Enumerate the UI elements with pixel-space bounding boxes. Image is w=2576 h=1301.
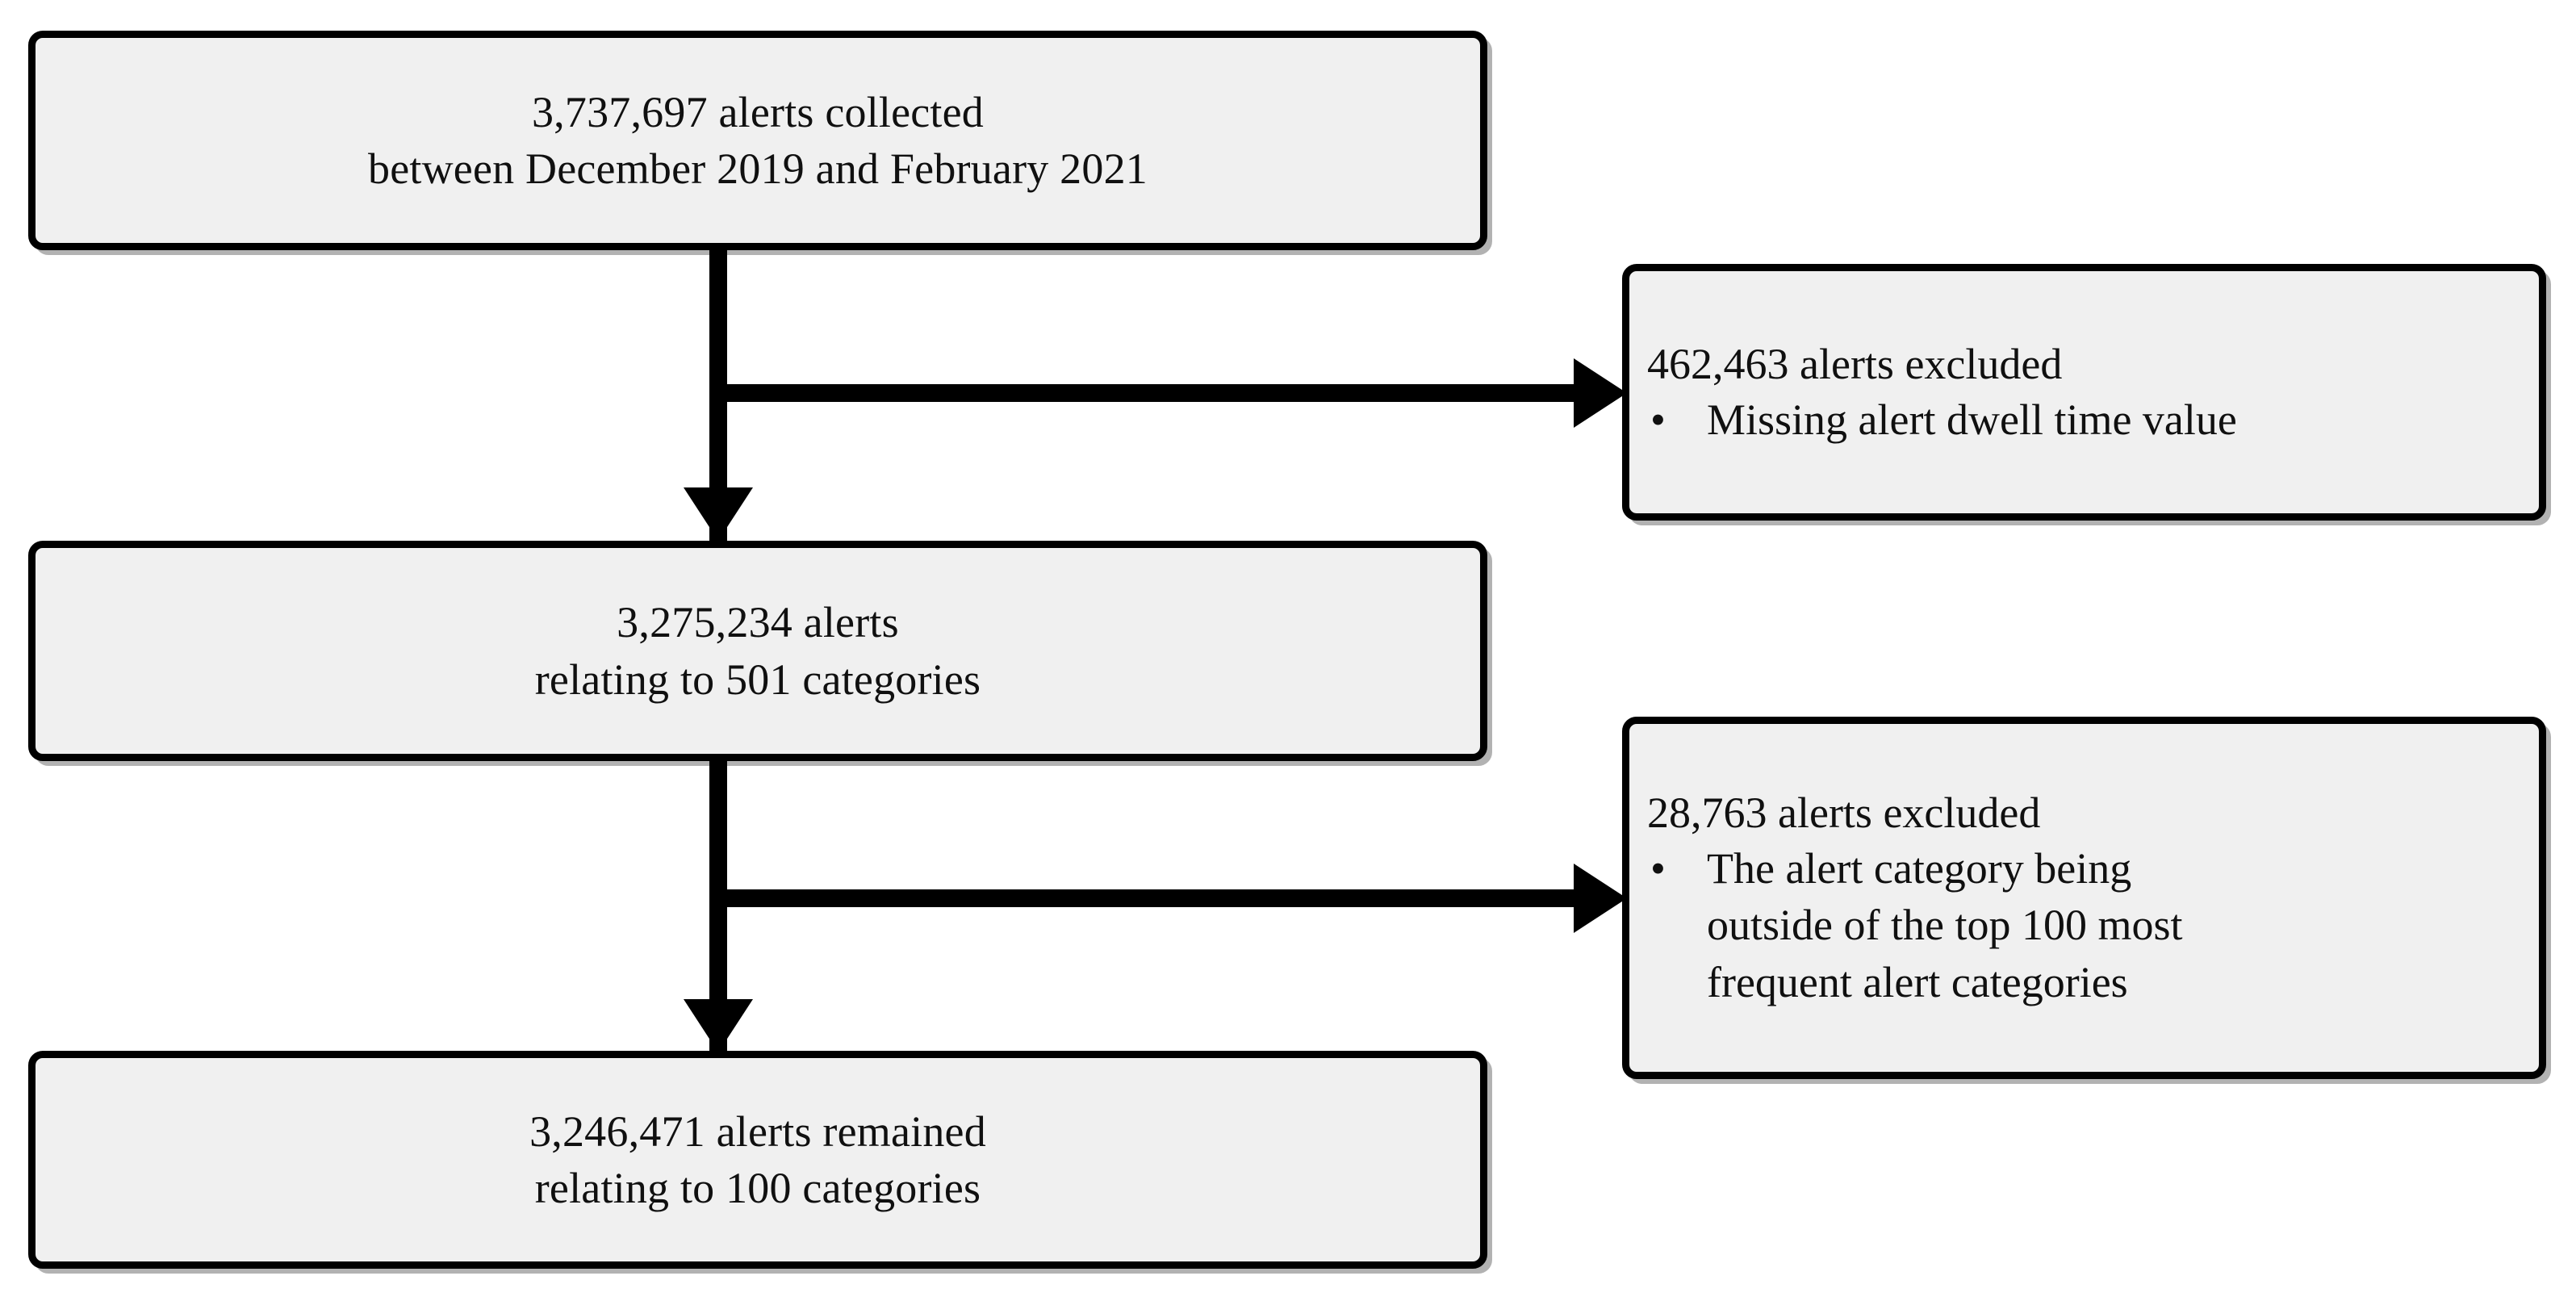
node-alerts-categories: 3,275,234 alerts relating to 501 categor… <box>28 541 1487 761</box>
node-alerts-categories-line-2: relating to 501 categories <box>534 655 981 704</box>
arrowhead-down-icon-stage-2 <box>684 999 753 1052</box>
connector-horizontal-stage-2 <box>718 889 1587 907</box>
bullet-icon: • <box>1650 395 1666 444</box>
node-alerts-collected-line-2: between December 2019 and February 2021 <box>368 144 1148 193</box>
node-alerts-collected: 3,737,697 alerts collected between Decem… <box>28 31 1487 250</box>
list-item-line-3: frequent alert categories <box>1707 957 2128 1006</box>
list-item-line-1: The alert category being <box>1707 844 2132 893</box>
node-alerts-excluded-2-reasons: • The alert category being outside of th… <box>1647 840 2523 1010</box>
node-alerts-excluded-1-reasons: • Missing alert dwell time value <box>1647 391 2523 448</box>
node-alerts-excluded-2-heading: 28,763 alerts excluded <box>1647 789 2041 838</box>
arrowhead-down-icon-stage-1 <box>684 487 753 541</box>
connector-horizontal-stage-1 <box>718 384 1587 402</box>
node-alerts-excluded-1-heading: 462,463 alerts excluded <box>1647 339 2063 388</box>
node-alerts-remained-line-1: 3,246,471 alerts remained <box>529 1106 986 1156</box>
node-alerts-categories-line-1: 3,275,234 alerts <box>617 598 899 647</box>
list-item: • The alert category being outside of th… <box>1647 840 2523 1010</box>
list-item-label: Missing alert dwell time value <box>1707 395 2237 444</box>
node-alerts-remained: 3,246,471 alerts remained relating to 10… <box>28 1051 1487 1269</box>
arrowhead-right-icon-stage-1 <box>1574 358 1627 428</box>
arrowhead-right-icon-stage-2 <box>1574 864 1627 933</box>
node-alerts-remained-line-2: relating to 100 categories <box>534 1164 981 1212</box>
list-item: • Missing alert dwell time value <box>1647 391 2523 448</box>
node-alerts-excluded-2: 28,763 alerts excluded • The alert categ… <box>1622 717 2546 1079</box>
list-item-line-2: outside of the top 100 most <box>1707 901 2183 950</box>
node-alerts-excluded-1: 462,463 alerts excluded • Missing alert … <box>1622 264 2546 521</box>
node-alerts-collected-line-1: 3,737,697 alerts collected <box>531 87 985 136</box>
bullet-icon: • <box>1650 844 1666 893</box>
